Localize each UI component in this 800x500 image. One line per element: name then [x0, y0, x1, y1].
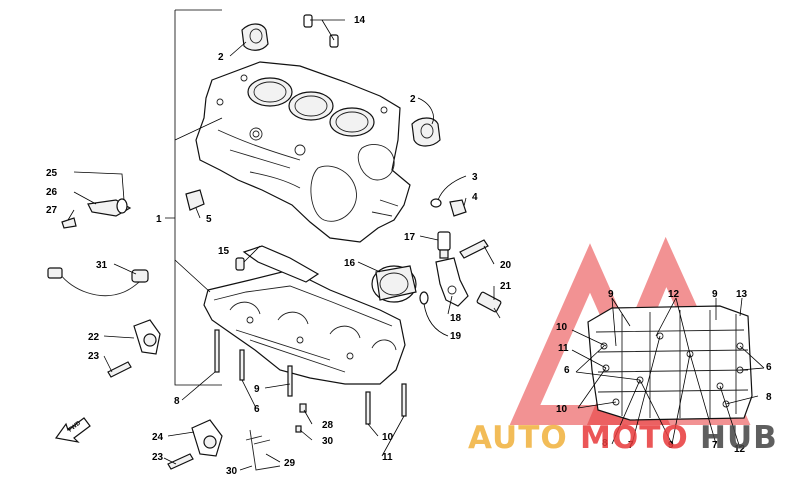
callout-9d: 9 — [668, 440, 674, 451]
callout-15: 15 — [218, 246, 230, 257]
callout-27: 27 — [46, 205, 58, 216]
callout-31: 31 — [96, 260, 108, 271]
callout-numbers: 14 2 2 3 4 5 25 26 27 1 17 15 16 20 21 1… — [46, 15, 772, 477]
callout-16: 16 — [344, 258, 356, 269]
callout-10b: 10 — [556, 322, 568, 333]
callout-6c: 6 — [766, 362, 772, 373]
mount-bracket-24 — [191, 419, 223, 457]
watermark-auto: AUTO — [468, 420, 568, 456]
engine-mount-bushings — [241, 23, 441, 147]
crankcase-bottom-view — [587, 305, 753, 421]
callout-9a: 9 — [254, 384, 260, 395]
callout-14: 14 — [354, 15, 366, 26]
oil-filter — [371, 265, 417, 303]
sensor-17 — [437, 231, 451, 259]
forward-direction-arrow: FWD — [54, 417, 91, 443]
watermark-text: AUTO MOTO HUB — [468, 420, 778, 456]
callout-29: 29 — [284, 458, 296, 469]
callout-1: 1 — [156, 214, 162, 225]
callout-23a: 23 — [88, 351, 100, 362]
callout-30a: 30 — [322, 436, 334, 447]
bolt-23b — [167, 453, 194, 470]
callout-25: 25 — [46, 168, 58, 179]
callout-11b: 11 — [558, 343, 569, 354]
callout-6a: 6 — [254, 404, 260, 415]
callout-5: 5 — [206, 214, 212, 225]
leader-lines — [67, 9, 765, 471]
callout-6b: 6 — [564, 365, 570, 376]
oil-pump-housing — [435, 257, 469, 307]
plug-4 — [449, 199, 467, 217]
callout-17: 17 — [404, 232, 416, 243]
callout-26: 26 — [46, 187, 58, 198]
pipe-clip-29 — [245, 429, 281, 471]
pressure-switch-21 — [476, 291, 502, 319]
callout-9c: 9 — [712, 289, 718, 300]
o-ring-19 — [419, 291, 429, 305]
callout-21: 21 — [500, 281, 512, 292]
callout-8c: 8 — [602, 438, 608, 449]
speed-sensor-31 — [47, 267, 149, 297]
callout-4: 4 — [472, 192, 478, 203]
dowel-pins — [303, 14, 339, 48]
callout-23b: 23 — [152, 452, 164, 463]
callout-8b: 8 — [766, 392, 772, 403]
watermark-hub: HUB — [700, 420, 778, 456]
callout-28: 28 — [322, 420, 334, 431]
callout-30b: 30 — [226, 466, 238, 477]
bolt-20 — [459, 239, 489, 259]
callout-2b: 2 — [410, 94, 416, 105]
callout-19: 19 — [450, 331, 462, 342]
callout-11a: 11 — [382, 452, 393, 463]
cylinder-block — [195, 61, 411, 243]
callout-20: 20 — [500, 260, 512, 271]
lower-crankcase — [203, 245, 406, 385]
callout-10c: 10 — [556, 404, 568, 415]
bolt-23a — [107, 361, 132, 378]
sensor-assembly-25 — [61, 198, 132, 229]
callout-22: 22 — [88, 332, 100, 343]
callout-24: 24 — [152, 432, 164, 443]
callout-8a: 8 — [174, 396, 180, 407]
callout-13: 13 — [736, 289, 748, 300]
callout-12a: 12 — [668, 289, 680, 300]
callout-7b: 7 — [712, 440, 718, 451]
crankcase-bolts — [214, 329, 407, 433]
callout-12b: 12 — [734, 444, 746, 455]
callout-9b: 9 — [608, 289, 614, 300]
watermark-moto: MOTO — [580, 420, 689, 456]
callout-7a: 7 — [628, 440, 634, 451]
callout-3: 3 — [472, 172, 478, 183]
plug-5 — [185, 189, 205, 211]
mount-bracket-22 — [133, 319, 161, 355]
callout-10a: 10 — [382, 432, 394, 443]
callout-18: 18 — [450, 313, 462, 324]
o-ring-3 — [430, 198, 442, 208]
callout-2a: 2 — [218, 52, 224, 63]
